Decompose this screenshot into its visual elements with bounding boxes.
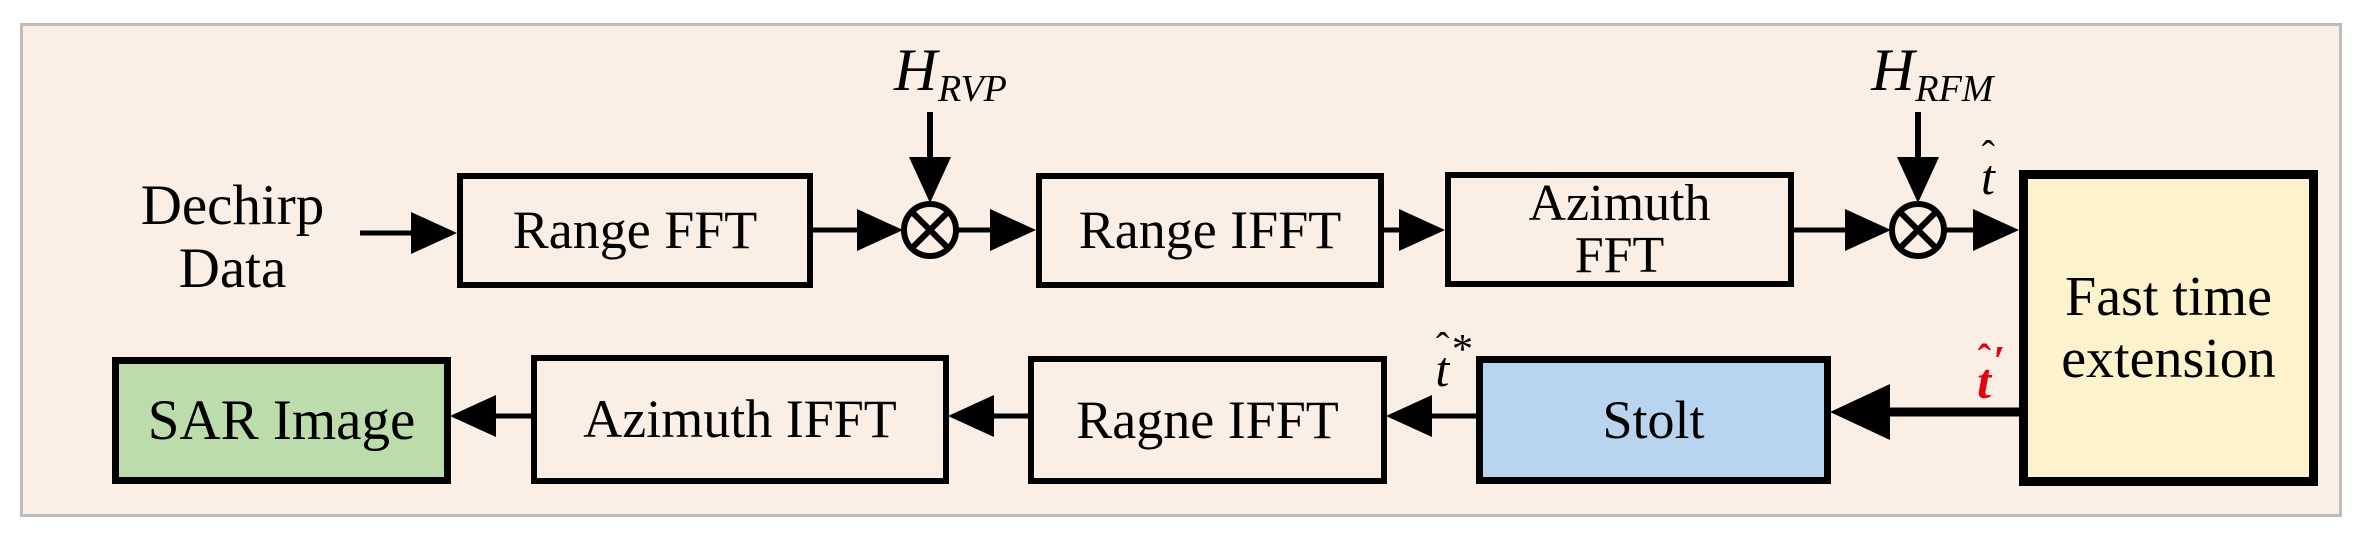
dechirp-line1: Dechirp [140,174,325,237]
arrow-hrvp-to-multiplier1 [909,112,951,203]
arrow-fast-time-to-stolt [1830,384,2019,440]
t-hat-star-sup: * [1451,325,1474,373]
azimuth-ifft-box: Azimuth IFFT [531,355,949,484]
t-hat-prime-accent: ˆ [1977,336,1991,381]
arrow-stolt-to-ragne-ifft [1386,395,1476,437]
hrvp-subscript: RVP [937,67,1007,110]
ragne-ifft-box: Ragne IFFT [1028,356,1387,484]
azimuth-ifft-label: Azimuth IFFT [583,389,897,449]
sar-image-box: SAR Image [112,357,451,484]
arrow-multiplier1-to-range-ifft [957,209,1036,251]
fast-time-line2: extension [2061,328,2276,390]
fast-time-extension-box: Fast time extension [2019,170,2318,486]
t-hat-star-base: t [1435,341,1450,397]
range-fft-box: Range FFT [457,173,813,288]
azimuth-fft-line1: Azimuth [1528,174,1711,232]
t-hat-accent: ˆ [1981,132,1995,177]
arrow-range-ifft-to-azimuth-fft [1383,209,1445,251]
arrow-range-fft-to-multiplier1 [812,209,903,251]
arrow-dechirp-to-range-fft [360,212,457,254]
arrow-azimuth-fft-to-multiplier2 [1793,209,1891,251]
t-hat-prime-sup: ′ [1993,337,2006,385]
multiplier1-icon [901,201,959,259]
hrfm-label: HRFM [1832,37,2032,110]
azimuth-fft-line2: FFT [1574,226,1665,284]
fast-time-line1: Fast time [2065,266,2272,328]
hrvp-base: H [893,37,938,103]
range-fft-label: Range FFT [512,200,758,260]
hrfm-base: H [1871,37,1915,103]
arrow-hrfm-to-multiplier2 [1897,112,1939,203]
hrfm-subscript: RFM [1915,67,1994,110]
t-hat-star-accent: ˆ [1435,324,1450,369]
arrow-ragne-ifft-to-azimuth-ifft [948,395,1028,437]
azimuth-fft-box: Azimuth FFT [1445,172,1794,287]
arrow-multiplier2-to-fast-time [1945,209,2019,251]
dechirp-data-label: Dechirp Data [95,172,370,302]
sar-image-label: SAR Image [147,389,416,452]
hrvp-label: HRVP [850,37,1050,110]
dechirp-line2: Data [178,237,287,300]
range-ifft-box: Range IFFT [1036,173,1384,288]
t-hat-prime-base: t [1977,353,1991,409]
stolt-label: Stolt [1602,389,1705,450]
t-hat-base: t [1981,149,1995,205]
multiplier2-icon [1889,201,1947,259]
arrow-azimuth-ifft-to-sar-image [450,395,531,437]
ragne-ifft-label: Ragne IFFT [1076,389,1339,450]
stolt-box: Stolt [1476,356,1831,484]
range-ifft-label: Range IFFT [1078,200,1342,260]
